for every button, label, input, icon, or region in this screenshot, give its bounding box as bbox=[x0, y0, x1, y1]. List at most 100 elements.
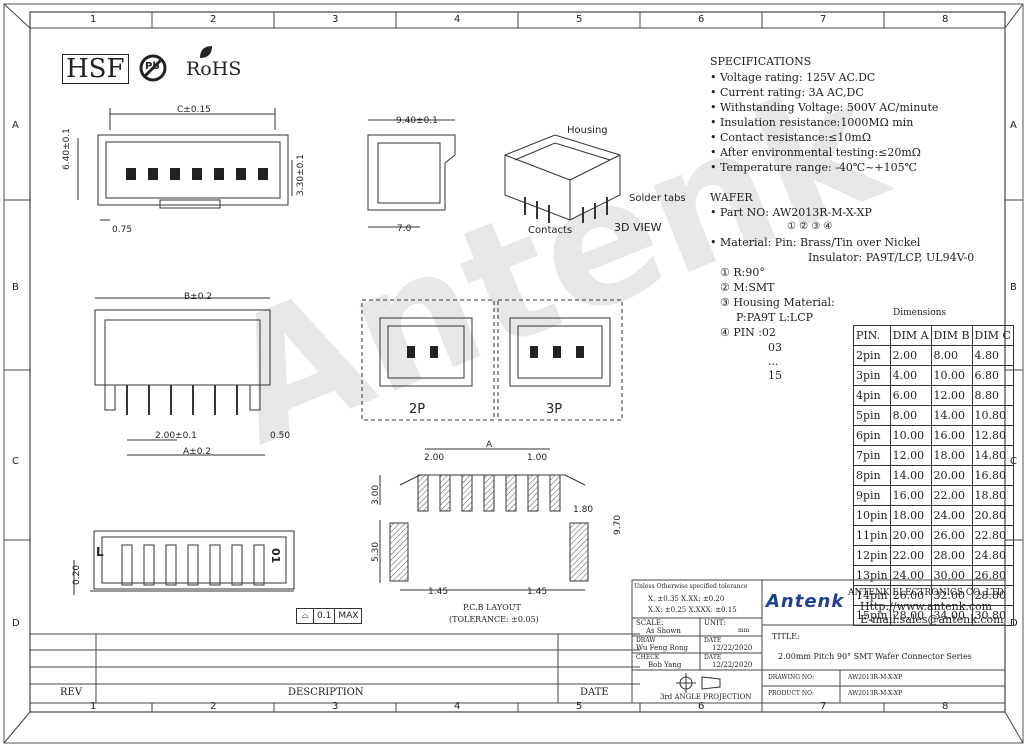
unit-label: UNIT: bbox=[704, 619, 726, 627]
tab-0-50: 0.50 bbox=[270, 431, 291, 441]
antenk-logo: Antenk bbox=[766, 591, 845, 612]
housing-callout: Housing bbox=[567, 125, 608, 136]
company-website: Http://www.antenk.com bbox=[860, 600, 993, 613]
product-no-label: PRODUCT NO: bbox=[768, 690, 815, 697]
col-label-bottom-8: 8 bbox=[942, 701, 949, 712]
dimensions-cell: 22.00 bbox=[930, 485, 973, 506]
drawing-title: 2.00mm Pitch 90° SMT Wafer Connector Ser… bbox=[778, 652, 972, 661]
solder-tabs-callout: Solder tabs bbox=[629, 193, 686, 204]
col-label-4: 4 bbox=[454, 14, 461, 25]
row-label-right-c: C bbox=[1010, 456, 1017, 467]
col-label-bottom-7: 7 bbox=[820, 701, 827, 712]
wafer-title: WAFER bbox=[710, 191, 753, 204]
width-9-40: 9.40±0.1 bbox=[396, 116, 438, 126]
date-header: DATE bbox=[580, 687, 609, 698]
offset-0-75: 0.75 bbox=[112, 225, 133, 235]
dimensions-cell: 26.80 bbox=[971, 565, 1014, 586]
dimensions-title: Dimensions bbox=[893, 308, 947, 318]
pb-text: Pb bbox=[145, 61, 160, 72]
col-label-bottom-3: 3 bbox=[332, 701, 339, 712]
c-dimension: C±0.15 bbox=[177, 105, 211, 115]
flatness-icon: ⌓ bbox=[297, 609, 314, 623]
col-label-2: 2 bbox=[210, 14, 217, 25]
code-housing-material: P:PA9T L:LCP bbox=[736, 311, 814, 324]
spec-item-temperature: • Temperature range: -40℃~+105℃ bbox=[710, 161, 917, 174]
pb-free-icon: Pb bbox=[138, 53, 168, 83]
row-label-b: B bbox=[12, 282, 19, 293]
row-label-a: A bbox=[12, 120, 19, 131]
pcb-1-45-left: 1.45 bbox=[428, 587, 449, 597]
pcb-layout-drawing bbox=[379, 448, 589, 591]
spec-item-withstanding: • Withstanding Voltage: 500V AC/minute bbox=[710, 101, 939, 114]
pcb-tolerance: (TOLERANCE: ±0.05) bbox=[449, 615, 539, 624]
code-housing: ③ Housing Material: bbox=[720, 296, 835, 309]
dimensions-cell: 20.00 bbox=[930, 465, 973, 486]
3d-view-label: 3D VIEW bbox=[614, 221, 662, 234]
dimensions-cell: 20.00 bbox=[889, 525, 932, 546]
top-view-drawing bbox=[77, 108, 293, 221]
tolerance-note: Unless Otherwise specified tolerance bbox=[634, 583, 748, 590]
draw-date: 12/22/2020 bbox=[712, 644, 753, 652]
2p-label: 2P bbox=[409, 402, 426, 417]
row-label-c: C bbox=[12, 456, 19, 467]
part-number-marks: ① ② ③ ④ bbox=[787, 221, 833, 232]
company-name: ANTENK ELECTRONICS CO.,LTD bbox=[848, 588, 1004, 598]
title-label: TITLE: bbox=[772, 632, 800, 641]
dimensions-cell: 30.00 bbox=[930, 565, 973, 586]
dimensions-cell: 12.80 bbox=[971, 425, 1014, 446]
dimensions-cell: 14pin bbox=[853, 585, 891, 606]
dimensions-cell: 13pin bbox=[853, 565, 891, 586]
pcb-pitch-2-00: 2.00 bbox=[424, 453, 445, 463]
dimensions-cell: 14.80 bbox=[971, 445, 1014, 466]
dimensions-cell: 10.80 bbox=[971, 405, 1014, 426]
col-label-bottom-6: 6 bbox=[698, 701, 705, 712]
row-label-d: D bbox=[12, 618, 20, 629]
bottom-view-drawing bbox=[73, 530, 295, 595]
dimensions-cell: 20.80 bbox=[971, 505, 1014, 526]
product-no: AW2013R-M-X-XP bbox=[848, 690, 903, 697]
scale-value: As Shown bbox=[646, 627, 681, 635]
dimensions-cell: 9pin bbox=[853, 485, 891, 506]
row-label-right-a: A bbox=[1010, 120, 1017, 131]
description-header: DESCRIPTION bbox=[288, 687, 364, 698]
3d-view-drawing bbox=[504, 134, 621, 223]
pcb-layout-title: P.C.B LAYOUT bbox=[463, 603, 521, 612]
contacts-callout: Contacts bbox=[528, 225, 573, 236]
specs-title: SPECIFICATIONS bbox=[710, 55, 812, 68]
spec-item-current: • Current rating: 3A AC,DC bbox=[710, 86, 864, 99]
dimensions-cell: 18.00 bbox=[889, 505, 932, 526]
rohs-logo: RoHS bbox=[186, 58, 242, 80]
pin-list-ellipsis: ... bbox=[768, 355, 779, 368]
dimensions-cell: 16.80 bbox=[971, 465, 1014, 486]
pcb-pad-1-00: 1.00 bbox=[527, 453, 548, 463]
check-label: CHECK bbox=[636, 654, 660, 661]
dimensions-cell: 22.80 bbox=[971, 525, 1014, 546]
col-label-7: 7 bbox=[820, 14, 827, 25]
col-label-8: 8 bbox=[942, 14, 949, 25]
front-view-drawing bbox=[94, 297, 271, 456]
code-smt: ② M:SMT bbox=[720, 281, 775, 294]
a-dimension: A±0.2 bbox=[183, 447, 212, 457]
flatness-value: 0.1 bbox=[314, 609, 336, 623]
material-insulator: Insulator: PA9T/LCP, UL94V-0 bbox=[808, 251, 975, 264]
scale-label: SCALE: bbox=[636, 619, 664, 627]
2p-3p-detail-drawing bbox=[361, 299, 623, 421]
pcb-a-dimension: A bbox=[486, 440, 493, 450]
pcb-1-80: 1.80 bbox=[573, 505, 594, 515]
row-label-right-b: B bbox=[1010, 282, 1017, 293]
part-number: • Part NO: AW2013R-M-X-XP bbox=[710, 206, 872, 219]
dimensions-cell: 2pin bbox=[853, 345, 891, 366]
dimensions-cell: 16.00 bbox=[930, 425, 973, 446]
spec-item-insulation: • Insulation resistance:1000MΩ min bbox=[710, 116, 914, 129]
depth-7-0: 7.0 bbox=[397, 224, 412, 234]
code-pin: ④ PIN :02 bbox=[720, 326, 776, 339]
company-email: E-mail:sales@antenk.com bbox=[860, 613, 1004, 626]
